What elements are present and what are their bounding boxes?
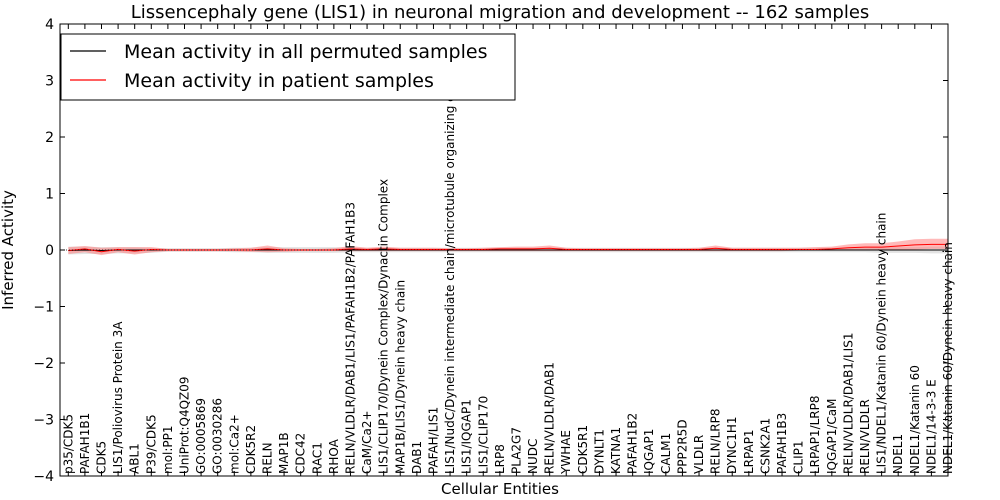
y-axis: −4 −3 −2 −1 0 1 2 3 4 xyxy=(33,17,948,485)
x-tick-label: GO:0005869 xyxy=(194,398,208,474)
x-tick-label: IQGAP1 xyxy=(642,429,656,474)
x-tick-label: RELN/VLDLR/DAB1/LIS1 xyxy=(841,333,855,474)
y-tick-label: 4 xyxy=(45,17,54,33)
chart-title: Lissencephaly gene (LIS1) in neuronal mi… xyxy=(131,2,870,23)
x-tick-label: RELN/VLDLR/DAB1/LIS1/PAFAH1B2/PAFAH1B3 xyxy=(343,202,357,474)
x-tick-label: LIS1/NDEL1/Katanin 60/Dynein heavy chain xyxy=(875,213,889,474)
x-tick-label: MAP1B/LIS1/Dynein heavy chain xyxy=(393,280,407,474)
x-tick-label: IQGAP1/CaM xyxy=(825,399,839,475)
plot-frame xyxy=(59,23,949,477)
y-tick-label: 1 xyxy=(45,187,54,203)
x-tick-label: NDEL1/Katanin 60 xyxy=(908,365,922,474)
x-tick-label: LRPAP1 xyxy=(742,429,756,474)
x-tick-label: mol:PP1 xyxy=(161,425,175,474)
x-tick-label: MAP1B xyxy=(277,432,291,474)
x-tick-label: DYNC1H1 xyxy=(725,416,739,474)
x-tick-label: LIS1/CLIP170 xyxy=(476,396,490,474)
x-tick-label: RELN/VLDLR xyxy=(858,399,872,474)
x-tick-label: P39/CDK5 xyxy=(144,414,158,474)
x-tick-label: RELN xyxy=(260,442,274,474)
x-tick-label: CDK5R2 xyxy=(244,425,258,474)
y-axis-title: Inferred Activity xyxy=(0,190,17,310)
y-tick-label: −3 xyxy=(33,413,54,429)
x-tick-label: mol:Ca2+ xyxy=(227,414,241,474)
legend-label-patient: Mean activity in patient samples xyxy=(124,70,434,92)
x-tick-label: LIS1/CLIP170/Dynein Complex/Dynactin Com… xyxy=(377,179,391,474)
x-tick-label: CDK5 xyxy=(94,441,108,474)
x-tick-label: PPP2R5D xyxy=(675,419,689,474)
y-tick-label: −2 xyxy=(33,356,54,372)
y-tick-label: −4 xyxy=(33,469,54,485)
x-tick-label: ABL1 xyxy=(128,443,142,474)
series-1-band xyxy=(68,238,949,256)
x-tick-label: NDEL1 xyxy=(891,434,905,474)
x-tick-label: KATNA1 xyxy=(609,427,623,474)
y-tick-label: 3 xyxy=(45,74,54,90)
x-tick-label: LRP8 xyxy=(493,444,507,474)
x-tick-label: LIS1/IQGAP1 xyxy=(460,399,474,474)
x-tick-label: PLA2G7 xyxy=(509,427,523,474)
x-tick-label: CLIP1 xyxy=(792,441,806,474)
y-tick-label: 0 xyxy=(45,243,54,259)
x-tick-label: PAFAH1B1 xyxy=(78,413,92,474)
x-tick-label: CDC42 xyxy=(294,433,308,474)
x-tick-label: GO:0030286 xyxy=(211,398,225,474)
x-tick-label: CALM1 xyxy=(659,433,673,474)
y-tick-label: 2 xyxy=(45,130,54,146)
legend: Mean activity in all permuted samples Me… xyxy=(60,33,516,101)
x-tick-label: RELN/VLDLR/DAB1 xyxy=(543,362,557,474)
x-tick-label: NDEL1/14-3-3 E xyxy=(924,379,938,474)
y-tick-label: −1 xyxy=(33,300,54,316)
legend-box xyxy=(60,33,516,101)
x-tick-label: LRPAP1/LRP8 xyxy=(808,395,822,474)
bands-layer xyxy=(68,238,949,256)
x-tick-label: CSNK2A1 xyxy=(758,418,772,474)
x-tick-label: CaM/Ca2+ xyxy=(360,410,374,474)
x-tick-label: PAFAH1B2 xyxy=(626,413,640,474)
x-tick-label: LIS1/Poliovirus Protein 3A xyxy=(111,321,125,474)
x-tick-label: RELN/LRP8 xyxy=(709,408,723,474)
legend-label-permuted: Mean activity in all permuted samples xyxy=(124,41,487,63)
x-tick-label: PAFAH1B3 xyxy=(775,413,789,474)
x-tick-label: p35/CDK5 xyxy=(61,414,75,474)
x-axis-title: Cellular Entities xyxy=(441,480,559,498)
x-tick-label: YWHAE xyxy=(559,430,573,475)
series-1-line xyxy=(68,243,948,253)
x-tick-label: RHOA xyxy=(327,438,341,474)
x-tick-label: PAFAH/LIS1 xyxy=(426,407,440,474)
x-tick-label: DAB1 xyxy=(410,441,424,474)
x-tick-label: DYNLT1 xyxy=(592,429,606,474)
x-tick-label: VLDLR xyxy=(692,435,706,474)
x-tick-label: RAC1 xyxy=(310,442,324,474)
x-tick-label: NUDC xyxy=(526,439,540,474)
x-tick-label: UniProt:Q4QZ09 xyxy=(177,376,191,474)
x-tick-label: LIS1/NudC/Dynein intermediate chain/micr… xyxy=(443,63,457,474)
x-tick-label: CDK5R1 xyxy=(576,425,590,474)
